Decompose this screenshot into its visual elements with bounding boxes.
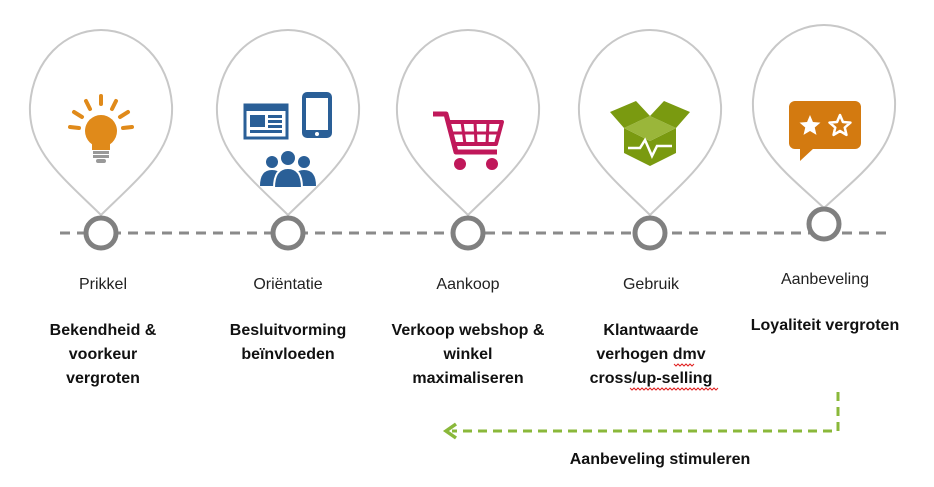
stage-name-prikkel: Prikkel	[78, 276, 127, 293]
open-box-icon	[610, 101, 690, 166]
description-line: beïnvloeden	[241, 346, 335, 363]
stage-description-orientatie: Besluitvorming beïnvloeden	[198, 319, 378, 367]
stage-name-orientatie: Oriëntatie	[253, 276, 323, 293]
description-line: Loyaliteit vergroten	[750, 317, 900, 334]
stage-description-gebruik: Klantwaarde verhogen dmv cross/up-sellin…	[561, 319, 741, 391]
timeline-node	[83, 215, 119, 251]
stage-description-prikkel: Bekendheid & voorkeur vergroten	[13, 319, 193, 391]
star-rating-bubble-icon	[789, 101, 861, 161]
stage-name-aanbeveling: Aanbeveling	[780, 271, 870, 288]
description-line: Bekendheid &	[49, 322, 157, 339]
star-filled-icon	[799, 115, 821, 135]
stage-description-aankoop: Verkoop webshop & winkel maximaliseren	[378, 319, 558, 391]
description-line: vergroten	[66, 370, 140, 387]
description-line: maximaliseren	[412, 370, 524, 387]
spellcheck-underline	[629, 363, 719, 391]
description-line: Verkoop webshop &	[391, 322, 545, 339]
timeline-node	[270, 215, 306, 251]
timeline-node	[806, 206, 842, 242]
shopping-cart-icon	[433, 111, 504, 170]
description-line: Klantwaarde	[603, 322, 699, 339]
timeline-node	[450, 215, 486, 251]
stage-description-aanbeveling: Loyaliteit vergroten	[735, 314, 915, 338]
news-devices-people-icon	[243, 92, 332, 189]
timeline-node	[632, 215, 668, 251]
description-line: verhogen dmv	[596, 346, 706, 363]
description-line: Besluitvorming	[229, 322, 347, 339]
lightbulb-icon	[68, 94, 134, 163]
stage-name-gebruik: Gebruik	[622, 276, 680, 293]
feedback-label: Aanbeveling stimuleren	[569, 451, 751, 468]
pin-aankoop	[395, 28, 541, 251]
description-line: winkel	[443, 346, 493, 363]
feedback-arrow	[442, 392, 840, 440]
stage-name-aankoop: Aankoop	[436, 276, 500, 293]
description-line: cross/up-selling	[589, 370, 713, 387]
star-outline-icon	[828, 113, 852, 137]
description-line: voorkeur	[68, 346, 138, 363]
people-icon	[260, 151, 316, 189]
